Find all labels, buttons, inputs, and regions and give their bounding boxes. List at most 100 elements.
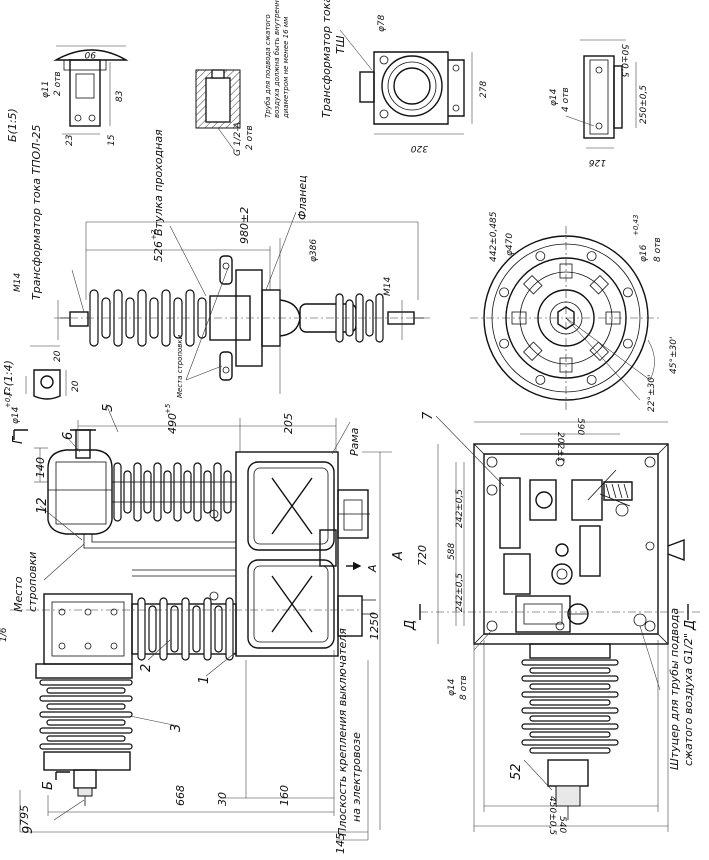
dim-m14-left: М14 [13,273,23,292]
dim-242a: 242±0,5 [455,489,465,528]
dim-590: 590 [575,418,585,435]
dim-30: 30 [216,792,229,806]
dim-145: 145 [334,833,347,854]
callout-2: 2 [139,664,154,672]
section-d-left: Д [403,620,418,631]
label-tsh-2: ТШ [334,35,347,54]
dim-2otv: 2 отв [53,71,63,96]
insulator-fin [133,462,142,522]
flange-hole [535,374,546,385]
flange-slot [589,275,609,295]
dim-205: 205 [282,413,295,434]
dim-1250: 1250 [368,612,381,640]
insulator-fin [521,675,619,682]
mark-a-arrow: A [366,564,379,573]
dim-202: 202±1 [555,432,565,462]
view-g: Г (1:4) φ14 +0,12 20 20 [2,345,81,424]
label-transformator-tpol: Трансформатор тока ТПОЛ-25 [30,125,43,300]
dim-8otv: 8 отв [653,237,663,262]
insulator-fin [213,462,222,522]
dim-23: 23 [65,134,75,146]
insulator-fin [46,703,126,710]
dim-8otv-a: 8 отв [459,675,469,700]
dim-720: 720 [416,545,429,566]
label-rama: Рама [348,427,361,456]
callout-1: 1 [197,676,212,684]
dim-540: 540 [557,816,567,833]
insulator-fin [529,683,611,690]
insulator-fin [39,727,133,734]
insulator-fin [521,739,619,746]
dim-g12-otv: 2 отв [245,125,255,150]
insulator-fin [223,470,232,514]
dim-242b: 242±0,5 [455,573,465,612]
dim-526-tol: +2 [150,229,158,240]
dim-140: 140 [34,457,47,478]
label-ploskost-1: Плоскость крепления выключателя [336,628,349,836]
note-truba-2: воздуха должна быть внутренним [273,0,281,118]
insulator-fin [192,605,201,653]
flange-slot-rect [523,275,543,295]
insulator-fin [113,462,122,522]
insulator-fin [170,605,179,653]
dim-980: 980±2 [238,207,251,244]
label-tsh-1: Трансформатор тока [320,0,333,118]
dim-78: φ78 [377,14,387,32]
view-g-hole-tol: +0,12 [4,386,12,408]
insulator-fin [46,687,126,694]
dim-15: 15 [107,134,117,146]
flange-slot [523,275,543,295]
insulator-fin [529,715,611,722]
dim-386: φ386 [309,239,319,262]
bushing-labels: Трансформатор тока ТПОЛ-25 Втулка проход… [13,125,393,398]
insulator-fin [521,659,619,666]
insulator-fin [46,719,126,726]
dim-16-tol: +0,43 [632,215,640,236]
flange-hole [586,251,597,262]
dim-11: φ11 [41,81,51,98]
label-mesto-2: строповки [26,552,39,612]
main-side-view [10,403,392,841]
dim-160: 160 [278,785,291,806]
flange-hole [535,251,546,262]
dim-795: 795 [18,805,31,826]
bracket-view: 50±0,5 250±0,5 φ14 4 отв 126 [549,39,649,167]
insulator-fin [159,597,168,661]
insulator-fin [529,747,611,754]
dim-g12: G 1/2-A [233,122,243,156]
main-view-labels: Место строповки 1/6 Плоскость крепления … [0,403,429,854]
dim-320: 320 [411,143,428,153]
dim-490-tol: +5 [164,403,172,414]
dim-490: 490 [166,413,179,434]
callout-52: 52 [509,763,524,780]
insulator-fin [521,707,619,714]
bushing-view [54,211,430,394]
label-shtucer-2: сжатого воздуха G1/2" [682,633,695,766]
dim-ang45: 45°±30' [669,337,679,374]
flange-slot [589,341,609,361]
callout-7: 9 [21,826,36,834]
insulator-fin [173,462,182,522]
dim-14b: φ14 [549,88,559,106]
insulator-fin [214,605,223,653]
insulator-fin [123,470,132,514]
dim-50: 50±0,5 [619,44,629,78]
transformer-tsh-view: Трансформатор тока ТШ φ78 278 320 [320,0,489,153]
view-g-hole: φ14 [11,406,21,424]
insulator-fin [521,723,619,730]
dim-90: 90 [84,49,96,59]
dim-668: 668 [174,785,187,806]
label-flanec: Фланец [296,175,309,220]
view-a: 7 52 590 202±1 588 242±0,5 242±0,5 φ14 8… [403,411,700,835]
flange-hole [586,374,597,385]
section-d-right: Д [683,620,698,631]
label-shtucer-1: Штуцер для трубы подвода [668,608,681,770]
insulator-fin [39,711,133,718]
dim-m14-right: М14 [383,277,393,296]
view-b-title: Б(1:5) [6,108,19,142]
dim-4otv: 4 отв [561,87,571,112]
flange-view: 442±0,485 φ470 φ16 +0,43 8 отв 45°±30' 2… [470,211,679,412]
insulator-fin [183,470,192,514]
insulator-fin [203,470,212,514]
view-g-20a: 20 [53,350,63,362]
